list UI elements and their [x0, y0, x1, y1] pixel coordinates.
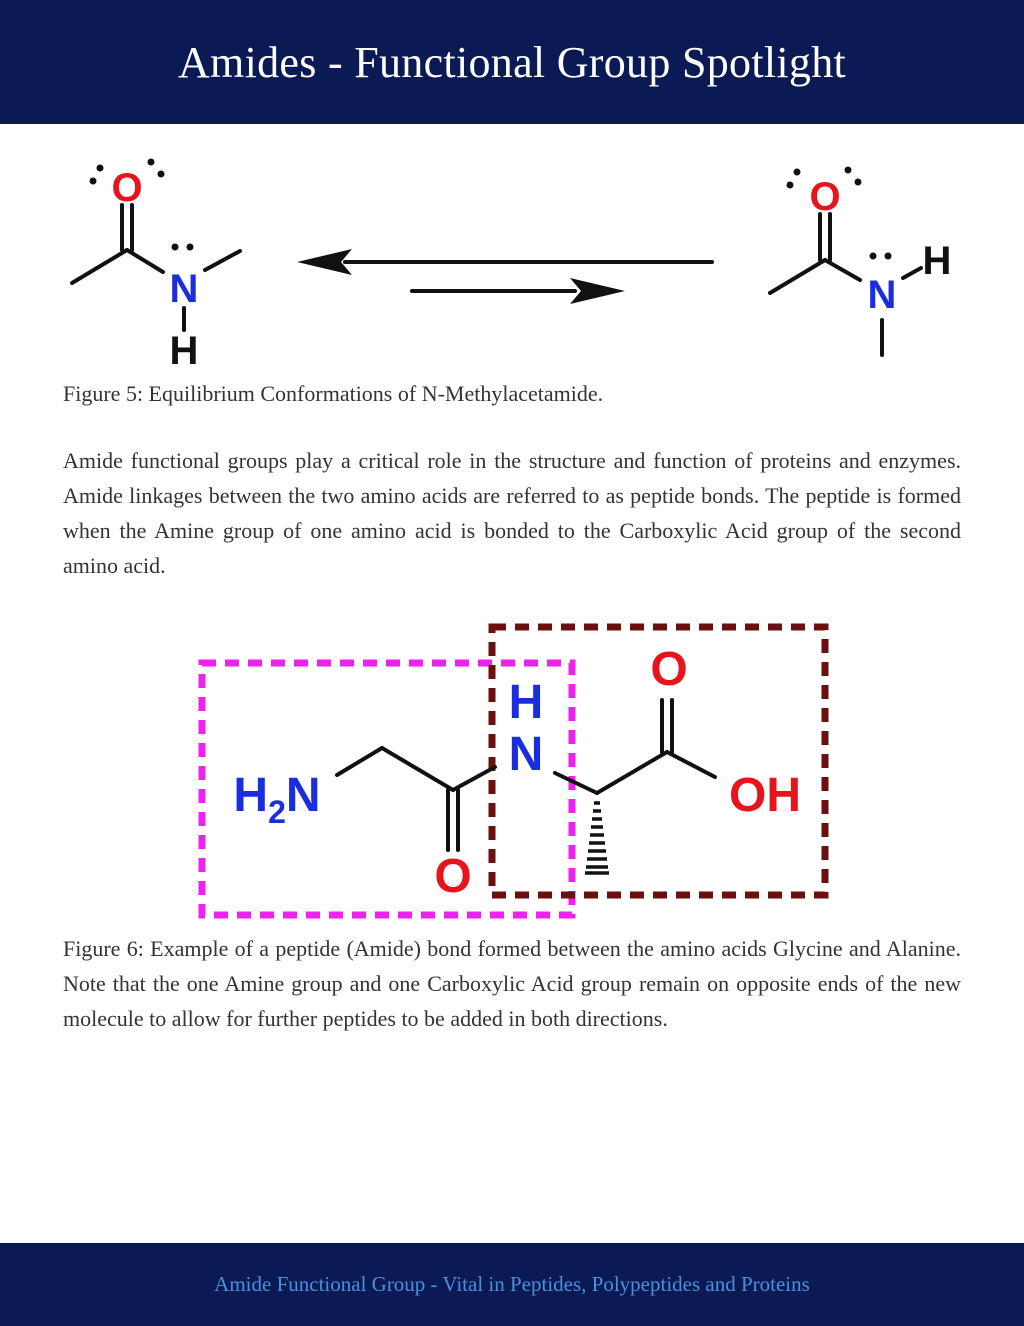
right-hydrogen-atom: H — [923, 239, 952, 283]
left-oxygen-atom: O — [111, 166, 142, 210]
page-header: Amides - Functional Group Spotlight — [0, 0, 1024, 124]
alanine-dashed-box — [488, 623, 829, 899]
page-footer: Amide Functional Group - Vital in Peptid… — [0, 1243, 1024, 1326]
page-title: Amides - Functional Group Spotlight — [177, 37, 847, 87]
glycine-carbonyl-oxygen: O — [434, 850, 471, 903]
glycine-dashed-box — [198, 659, 576, 919]
footer-text: Amide Functional Group - Vital in Peptid… — [214, 1272, 810, 1296]
amide-nitrogen-atom: N — [509, 728, 544, 781]
figure-5-caption: Figure 5: Equilibrium Conformations of N… — [63, 381, 604, 406]
alanine-carbonyl-oxygen: O — [650, 643, 687, 696]
figure-5-diagram: O N H O N H — [70, 158, 952, 373]
figure-6-caption: Figure 6: Example of a peptide (Amide) b… — [63, 936, 961, 1031]
left-hydrogen-atom: H — [170, 329, 199, 373]
body-paragraph: Amide functional groups play a critical … — [63, 448, 961, 578]
right-nitrogen-atom: N — [868, 273, 897, 317]
hydroxyl-group-label: OH — [729, 769, 801, 822]
right-oxygen-atom: O — [809, 175, 840, 219]
left-nitrogen-atom: N — [170, 267, 199, 311]
amine-group-label: H2N — [233, 769, 320, 830]
figure-6-diagram: H2N H N O O OH — [198, 623, 829, 919]
amide-hydrogen-atom: H — [509, 676, 544, 729]
